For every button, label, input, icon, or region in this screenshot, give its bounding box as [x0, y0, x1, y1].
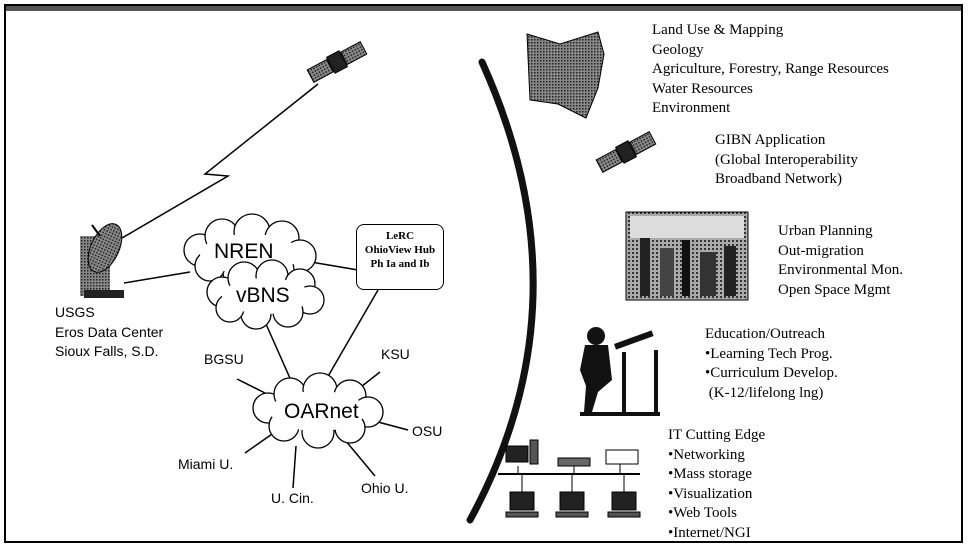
- node-ksu: KSU: [381, 346, 410, 362]
- usgs-label: USGS Eros Data Center Sioux Falls, S.D.: [55, 304, 163, 363]
- app-line: •Learning Tech Prog.: [705, 345, 833, 362]
- app-land-use: Land Use & Mapping Geology Agriculture, …: [652, 21, 889, 119]
- app-line: Broadband Network): [715, 171, 843, 187]
- satellite-dish-icon: [80, 223, 124, 298]
- app-line: •Internet/NGI: [668, 524, 751, 541]
- app-line: Urban Planning: [778, 223, 873, 239]
- app-it-cutting-edge: IT Cutting Edge •Networking •Mass storag…: [668, 426, 765, 543]
- node-osu: OSU: [412, 423, 443, 439]
- ohio-map-icon: [526, 31, 605, 119]
- nren-label: NREN: [214, 240, 274, 263]
- app-line: Environment: [652, 100, 731, 116]
- app-line: (Global Interoperability: [715, 151, 858, 168]
- hub-line: LeRC: [385, 230, 415, 242]
- app-line: •Curriculum Develop.: [705, 365, 838, 381]
- app-urban-planning: Urban Planning Out-migration Environment…: [778, 222, 903, 300]
- app-line: Geology: [652, 41, 704, 58]
- app-gibn: GIBN Application (Global Interoperabilit…: [715, 131, 858, 190]
- node-bgsu: BGSU: [204, 351, 244, 367]
- app-line: Open Space Mgmt: [778, 281, 891, 298]
- app-line: •Networking: [668, 446, 745, 463]
- app-line: Education/Outreach: [705, 326, 825, 342]
- app-line: Environmental Mon.: [778, 262, 903, 278]
- oarnet-cloud: [252, 372, 384, 449]
- node-ohio: Ohio U.: [361, 480, 409, 496]
- app-education: Education/Outreach •Learning Tech Prog. …: [705, 325, 838, 403]
- oarnet-label: OARnet: [284, 400, 359, 423]
- app-line: Land Use & Mapping: [652, 22, 784, 38]
- node-ucin: U. Cin.: [271, 490, 314, 506]
- satellite-link: [121, 83, 319, 239]
- app-line: •Web Tools: [668, 505, 737, 521]
- hub-line: OhioView Hub: [364, 244, 436, 256]
- computer-network-icon: [498, 439, 641, 518]
- app-line: Water Resources: [652, 80, 753, 97]
- hub-line: Ph Ia and Ib: [370, 258, 430, 270]
- vbns-label: vBNS: [236, 284, 290, 307]
- app-line: (K-12/lifelong lng): [705, 384, 824, 401]
- usgs-line: USGS: [55, 304, 95, 320]
- usgs-line: Eros Data Center: [55, 323, 164, 340]
- satellite-icon: [595, 131, 657, 173]
- app-line: GIBN Application: [715, 132, 826, 148]
- satellite-icon: [306, 41, 368, 83]
- top-border-bar: [4, 4, 963, 11]
- app-line: Agriculture, Forestry, Range Resources: [652, 61, 889, 77]
- app-line: IT Cutting Edge: [668, 427, 766, 443]
- app-line: Out-migration: [778, 242, 864, 259]
- diagram-frame: [4, 4, 963, 543]
- vbns-cloud: [206, 259, 325, 330]
- app-line: •Mass storage: [668, 466, 752, 482]
- separator-arc: [466, 58, 537, 524]
- app-line: •Visualization: [668, 485, 753, 502]
- usgs-line: Sioux Falls, S.D.: [55, 343, 159, 359]
- node-miami: Miami U.: [178, 456, 234, 472]
- ohioview-hub-box: LeRC OhioView Hub Ph Ia and Ib: [356, 224, 444, 290]
- student-at-desk-icon: [580, 327, 660, 416]
- city-skyline-icon: [625, 211, 749, 301]
